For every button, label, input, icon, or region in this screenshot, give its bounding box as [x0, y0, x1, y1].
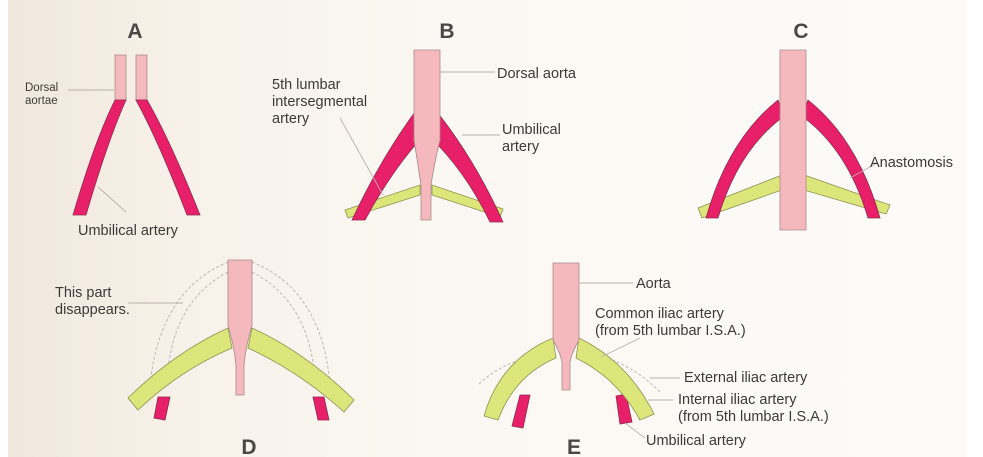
panel-b-umbilical-label-1: Umbilical [502, 122, 561, 138]
panel-a-letter: A [127, 20, 142, 43]
panel-a-umbilical-label: Umbilical artery [78, 223, 179, 239]
panel-d-right-iliac [248, 328, 354, 412]
panel-e-external-iliac-label: External iliac artery [684, 370, 808, 386]
panel-c-aorta [780, 50, 806, 230]
panel-c: C Anastomosis [698, 20, 953, 230]
panel-d-disappears-label-1: This part [55, 285, 111, 301]
panel-e: E Aorta Common iliac artery (from 5th lu… [478, 263, 829, 457]
panel-b-fifth-lumbar-label-2: intersegmental [272, 94, 367, 110]
panel-b-dorsal-aorta-label: Dorsal aorta [497, 66, 577, 82]
panel-d-left-umbilical-stub [154, 397, 170, 420]
panel-d-right-umbilical-stub [313, 397, 329, 420]
panel-e-common-iliac-label-2: (from 5th lumbar I.S.A.) [595, 323, 746, 339]
panel-b: B Dorsal aorta 5th lumbar intersegmental… [272, 20, 577, 222]
panel-c-anastomosis-label: Anastomosis [870, 155, 953, 171]
panel-e-umbilical-label: Umbilical artery [646, 433, 747, 449]
panel-b-letter: B [439, 20, 454, 43]
panel-b-umbilical-label-2: artery [502, 139, 540, 155]
panel-e-internal-iliac-label-2: (from 5th lumbar I.S.A.) [678, 409, 829, 425]
panel-d: D This part disappears. [55, 260, 354, 457]
panel-a: A Dorsal aortae Umbilical artery [25, 20, 200, 239]
panel-e-left-umbilical [512, 395, 530, 428]
panel-a-left-umbilical-artery [73, 100, 126, 215]
panel-a-right-dorsal-aorta [136, 55, 147, 100]
panel-a-dorsal-aortae-label-2: aortae [25, 95, 58, 107]
panel-a-left-dorsal-aorta [115, 55, 126, 100]
panel-d-left-iliac [128, 328, 232, 410]
panel-e-umbilical-leader [625, 423, 645, 438]
panel-a-right-umbilical-artery [136, 100, 200, 215]
panel-c-letter: C [793, 20, 808, 43]
panel-d-aorta [228, 260, 252, 395]
panel-b-fifth-lumbar-leader [340, 118, 383, 195]
panel-e-internal-iliac-label-1: Internal iliac artery [678, 392, 797, 408]
panel-b-fifth-lumbar-label-3: artery [272, 111, 310, 127]
panel-a-dorsal-aortae-label-1: Dorsal [25, 82, 58, 94]
panel-d-letter: D [241, 436, 256, 457]
panel-e-aorta [553, 263, 579, 390]
panel-a-umbilical-leader [98, 187, 126, 212]
panel-d-disappears-label-2: disappears. [55, 302, 130, 318]
panel-e-common-iliac-label-1: Common iliac artery [595, 306, 725, 322]
panel-b-fifth-lumbar-label-1: 5th lumbar [272, 77, 341, 93]
panel-e-common-iliac-leader [601, 338, 640, 357]
panel-e-aorta-label: Aorta [636, 276, 672, 292]
panel-e-letter: E [567, 436, 581, 457]
